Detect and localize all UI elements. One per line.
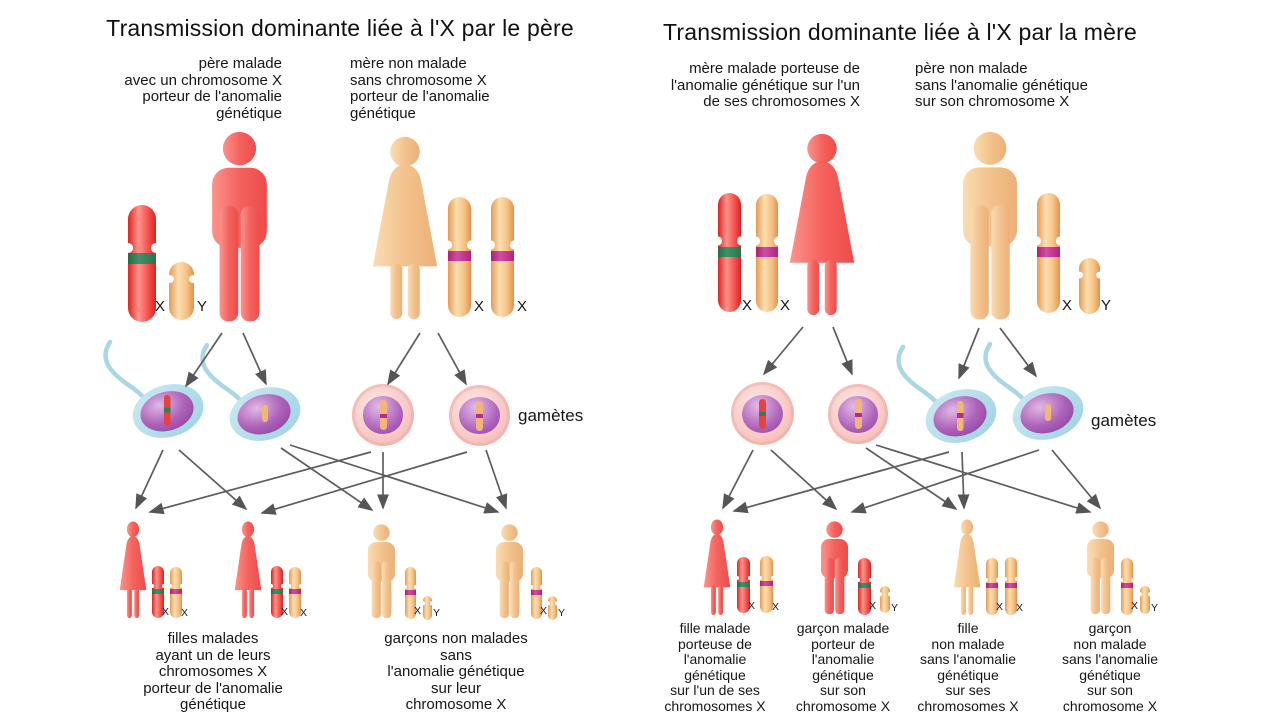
- child-affected-x-chromosome: [858, 558, 871, 615]
- right-child-caption: garçon non malade sans l'anomalie généti…: [1061, 620, 1159, 714]
- x-chromosome-label: X: [162, 606, 170, 618]
- y-chromosome-label: Y: [1101, 297, 1112, 314]
- unaffected-son-figure: [1086, 521, 1115, 615]
- y-chromosome-label: Y: [891, 602, 899, 614]
- x-chromosome-label: X: [869, 600, 877, 612]
- mother-x-chromosome-2: [491, 197, 514, 317]
- right-panel-title: Transmission dominante liée à l'X par la…: [662, 19, 1138, 45]
- affected-daughter-figure: [119, 521, 147, 619]
- father-y-chromosome: [169, 262, 194, 320]
- egg-cell-normal-x: [828, 384, 888, 444]
- x-chromosome-label: X: [1131, 600, 1139, 612]
- y-chromosome-label: Y: [197, 298, 208, 315]
- father-affected-x-chromosome: [128, 205, 156, 322]
- y-chromosome-label: Y: [1151, 602, 1159, 614]
- sperm-cell-y: [193, 339, 313, 444]
- unaffected-son-figure: [367, 524, 396, 619]
- x-chromosome-label: X: [155, 298, 166, 315]
- sperm-cell-affected-x: [96, 336, 216, 441]
- x-chromosome-label: X: [474, 298, 485, 315]
- affected-daughter-figure: [234, 521, 262, 619]
- left-panel-title: Transmission dominante liée à l'X par le…: [106, 15, 574, 41]
- child-y-chromosome: [880, 586, 890, 613]
- child-normal-x-chromosome: [986, 558, 998, 615]
- y-chromosome-label: Y: [433, 607, 441, 619]
- left-daughters-caption: filles malades ayant un de leurs chromos…: [143, 630, 283, 713]
- y-chromosome-label: Y: [558, 607, 566, 619]
- mother-figure-unaffected: [372, 136, 438, 320]
- right-mother-label: mère malade porteuse de l'anomalie génét…: [670, 60, 860, 110]
- x-chromosome-label: X: [742, 297, 753, 314]
- child-normal-x-chromosome: [405, 567, 416, 619]
- x-chromosome-label: X: [1062, 297, 1073, 314]
- unaffected-daughter-figure: [953, 519, 981, 616]
- x-chromosome-label: X: [300, 607, 308, 619]
- left-sons-caption: garçons non malades sans l'anomalie géné…: [384, 630, 528, 713]
- child-normal-x-chromosome: [1005, 557, 1017, 615]
- mother-figure-affected: [789, 133, 855, 316]
- child-y-chromosome: [548, 596, 557, 620]
- sperm-cell-normal-x: [889, 341, 1009, 446]
- child-affected-x-chromosome: [737, 557, 750, 613]
- x-chromosome-label: X: [996, 601, 1004, 613]
- child-normal-x-chromosome: [760, 556, 773, 613]
- right-child-caption: fille non malade sans l'anomalie génétiq…: [917, 620, 1019, 714]
- child-normal-x-chromosome: [170, 567, 182, 618]
- x-chromosome-label: X: [414, 605, 422, 617]
- egg-cell-affected-x: [731, 382, 794, 445]
- mother-x-chromosome-1: [448, 197, 471, 317]
- x-chromosome-label: X: [281, 606, 289, 618]
- x-chromosome-label: X: [772, 601, 780, 613]
- affected-son-figure: [820, 521, 849, 615]
- x-chromosome-label: X: [517, 298, 528, 315]
- father-y-chromosome: [1079, 258, 1100, 314]
- child-affected-x-chromosome: [152, 566, 164, 618]
- child-affected-x-chromosome: [271, 566, 283, 618]
- child-y-chromosome: [423, 596, 432, 620]
- father-normal-x-chromosome: [1037, 193, 1060, 313]
- father-figure-unaffected: [962, 131, 1018, 320]
- child-y-chromosome: [1140, 586, 1150, 614]
- right-child-caption: fille malade porteuse de l'anomalie géné…: [664, 620, 766, 714]
- child-normal-x-chromosome: [531, 567, 542, 619]
- gametes-label: gamètes: [1091, 411, 1157, 430]
- affected-daughter-figure: [703, 519, 731, 616]
- egg-cell-normal-x: [449, 385, 510, 446]
- right-child-caption: garçon malade porteur de l'anomalie géné…: [795, 620, 891, 714]
- x-chromosome-label: X: [540, 605, 548, 617]
- x-chromosome-label: X: [181, 607, 189, 619]
- egg-cell-normal-x: [352, 384, 414, 446]
- sperm-cell-y: [976, 338, 1096, 443]
- right-father-label: père non malade sans l'anomalie génétiqu…: [915, 60, 1088, 110]
- unaffected-son-figure: [495, 524, 524, 619]
- gametes-label: gamètes: [518, 406, 584, 425]
- child-normal-x-chromosome: [289, 567, 301, 618]
- left-mother-label: mère non malade sans chromosome X porteu…: [350, 55, 490, 122]
- father-figure-affected: [212, 131, 267, 322]
- x-chromosome-label: X: [748, 600, 756, 612]
- left-father-label: père malade avec un chromosome X porteur…: [124, 55, 282, 122]
- child-normal-x-chromosome: [1121, 558, 1133, 615]
- mother-normal-x-chromosome: [756, 194, 778, 312]
- mother-affected-x-chromosome: [718, 193, 741, 312]
- x-chromosome-label: X: [780, 297, 791, 314]
- x-chromosome-label: X: [1016, 602, 1024, 614]
